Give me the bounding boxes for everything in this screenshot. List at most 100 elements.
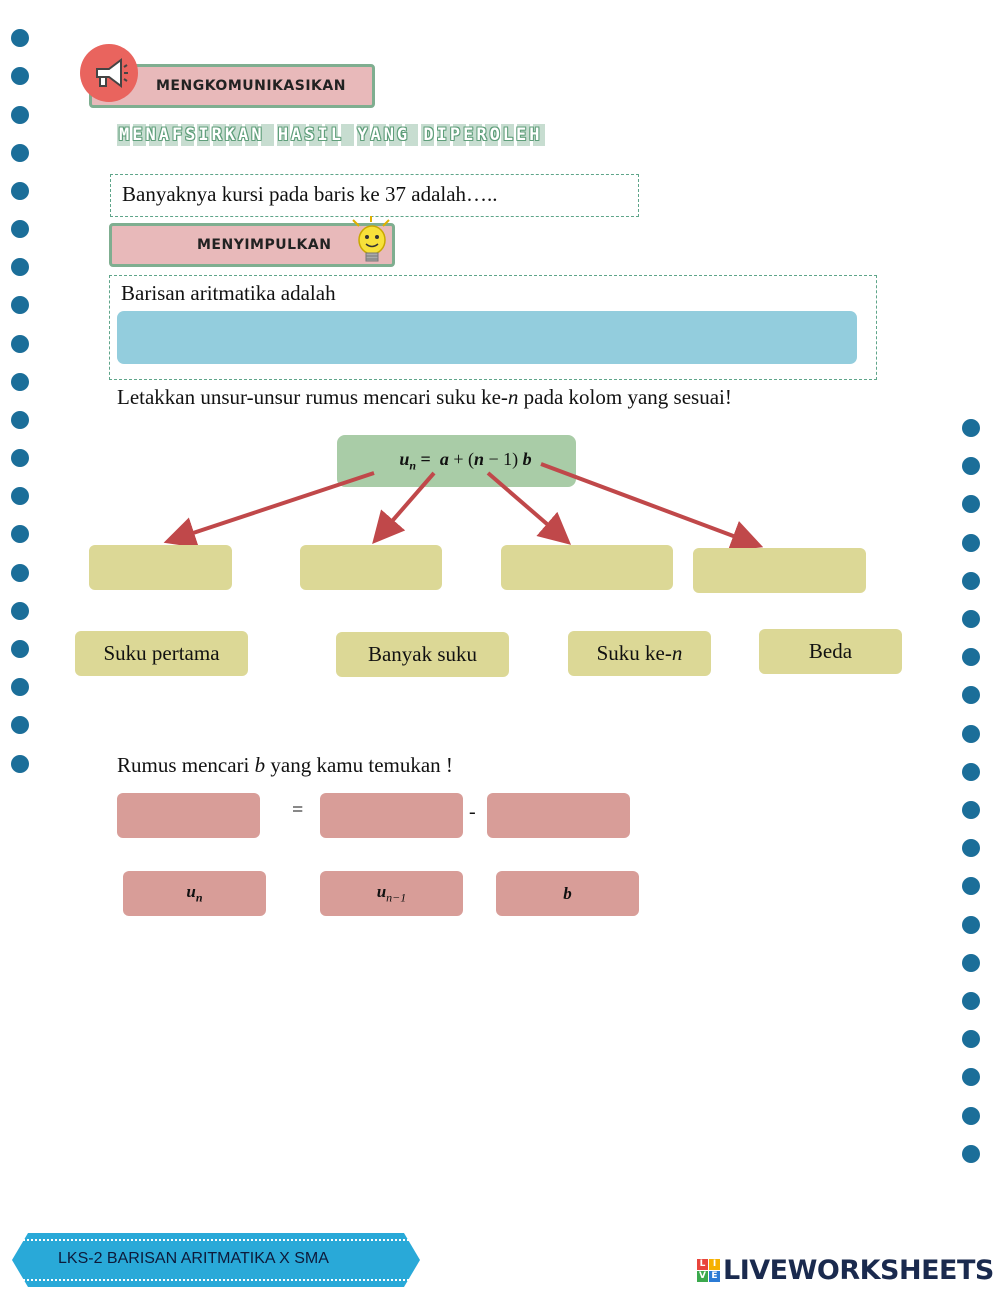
arrow-to-slot-2 — [372, 471, 436, 545]
binder-dot — [962, 1107, 980, 1125]
label-text: b — [563, 883, 572, 903]
binder-dot — [962, 839, 980, 857]
binder-dot — [962, 954, 980, 972]
label-sub: n−1 — [386, 890, 407, 905]
label-text: Banyak suku — [367, 642, 478, 666]
label-text: Beda — [808, 639, 853, 663]
binder-dot — [962, 419, 980, 437]
binder-dot — [962, 457, 980, 475]
section-banner-conclude: MENYIMPULKAN — [109, 223, 395, 267]
binder-dot — [11, 220, 29, 238]
drag-label-suku-ke-n[interactable]: Suku ke-n — [568, 631, 711, 676]
question-text: Banyaknya kursi pada baris ke 37 adalah…… — [122, 182, 498, 206]
drag-label-un-minus-1[interactable]: un−1 — [320, 871, 463, 916]
binder-dot — [11, 449, 29, 467]
formula-mid: + ( — [448, 448, 474, 469]
drag-label-suku-pertama[interactable]: Suku pertama — [75, 631, 248, 676]
b-drop-slot-2[interactable] — [320, 793, 463, 838]
formula-rest: − 1) — [483, 448, 523, 469]
binder-dot — [11, 373, 29, 391]
drop-slot-3[interactable] — [501, 545, 673, 590]
label-text: un−1 — [377, 882, 407, 905]
binder-dot — [962, 1145, 980, 1163]
drop-slot-4[interactable] — [693, 548, 866, 593]
binder-dot — [962, 495, 980, 513]
binder-dot — [962, 534, 980, 552]
binder-dot — [11, 716, 29, 734]
section-subtitle: MENAFSIRKAN HASIL YANG DIPEROLEH — [117, 124, 545, 146]
drop-slot-2[interactable] — [300, 545, 442, 590]
formula-eq: = — [416, 448, 440, 469]
logo-letter: V — [697, 1270, 708, 1282]
footer-title: LKS-2 BARISAN ARITMATIKA X SMA — [58, 1250, 329, 1267]
binder-dot — [962, 686, 980, 704]
binder-dot — [11, 67, 29, 85]
drag-label-banyak-suku[interactable]: Banyak suku — [336, 632, 509, 677]
arrow-to-slot-1 — [163, 471, 375, 548]
footer-banner — [12, 1233, 420, 1287]
label-main: Suku ke- — [596, 641, 672, 665]
binder-dot — [11, 296, 29, 314]
binder-dot — [962, 992, 980, 1010]
instruction-main: Letakkan unsur-unsur rumus mencari suku … — [117, 385, 508, 409]
formula-u: u — [399, 448, 410, 469]
arrows — [163, 462, 764, 551]
binder-dot — [962, 877, 980, 895]
drag-label-beda[interactable]: Beda — [759, 629, 902, 674]
binder-dot — [11, 640, 29, 658]
formula-display: un = a + (n − 1) b — [337, 435, 576, 487]
binder-dot — [11, 525, 29, 543]
logo-icon: L I V E — [697, 1258, 720, 1282]
b-drop-slot-3[interactable] — [487, 793, 630, 838]
banner-title: MENYIMPULKAN — [197, 237, 332, 253]
binder-dot — [962, 763, 980, 781]
logo-letter: I — [709, 1258, 720, 1270]
binder-dot — [11, 182, 29, 200]
binder-dot — [962, 801, 980, 819]
label-base: u — [376, 881, 387, 901]
lightbulb-icon — [349, 216, 395, 268]
drag-label-b[interactable]: b — [496, 871, 639, 916]
logo-letter: L — [697, 1258, 708, 1270]
equals-sign: = — [292, 799, 304, 821]
binder-dot — [11, 564, 29, 582]
conclusion-box — [109, 275, 877, 380]
footer-stitching — [20, 1239, 412, 1281]
logo-letter: E — [709, 1270, 720, 1282]
label-var: n — [671, 641, 683, 665]
question-box — [110, 174, 639, 217]
binder-dot — [11, 335, 29, 353]
binder-dot — [962, 648, 980, 666]
instruction-variable: n — [507, 385, 519, 409]
drag-label-un[interactable]: un — [123, 871, 266, 916]
minus-sign: - — [469, 801, 476, 823]
binder-dot — [962, 610, 980, 628]
logo-text: LIVEWORKSHEETS — [723, 1254, 994, 1286]
binder-dot — [962, 1068, 980, 1086]
label-sub: n — [195, 890, 203, 905]
label-base: u — [186, 881, 196, 901]
instruction-rest: yang kamu temukan ! — [265, 753, 453, 777]
liveworksheets-logo: L I V E LIVEWORKSHEETS — [697, 1252, 994, 1288]
arrow-to-slot-3 — [486, 471, 572, 545]
instruction-variable: b — [254, 753, 266, 777]
arrow-to-slot-4 — [540, 462, 764, 551]
banner-title: MENGKOMUNIKASIKAN — [156, 78, 346, 94]
formula-u-sub: n — [409, 458, 417, 473]
b-formula-instruction: Rumus mencari b yang kamu temukan ! — [117, 753, 453, 778]
drop-slot-1[interactable] — [89, 545, 232, 590]
formula-b: b — [522, 448, 532, 469]
b-drop-slot-1[interactable] — [117, 793, 260, 838]
instruction-main: Rumus mencari — [117, 753, 255, 777]
conclusion-answer-field[interactable] — [117, 311, 857, 364]
label-text: Suku pertama — [103, 641, 220, 665]
binder-dot — [11, 29, 29, 47]
binder-dot — [962, 1030, 980, 1048]
binder-dot — [11, 411, 29, 429]
binder-dot — [11, 755, 29, 773]
instruction-rest: pada kolom yang sesuai! — [518, 385, 732, 409]
binder-dot — [11, 487, 29, 505]
label-text: un — [186, 882, 202, 905]
formula-instruction: Letakkan unsur-unsur rumus mencari suku … — [117, 385, 732, 410]
binder-dot — [962, 725, 980, 743]
